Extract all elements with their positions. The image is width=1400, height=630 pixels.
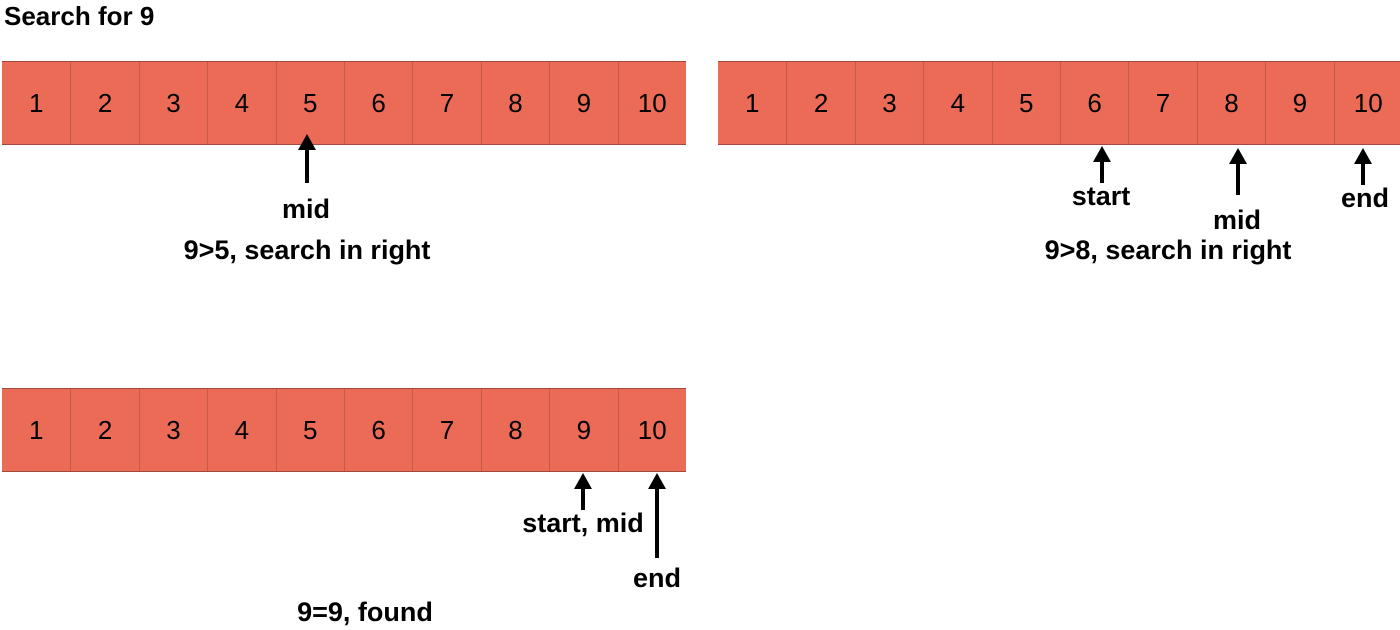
array-cell: 1 [744,87,760,118]
panel-2-caption: 9>8, search in right [1044,235,1292,265]
array-cell: 4 [207,389,275,471]
array-cell: 6 [343,62,412,144]
array-cell: 8 [1196,62,1265,144]
array-panel-3: 1 2 3 4 5 6 7 8 9 10 [2,388,686,472]
mid-label: mid [1212,205,1262,235]
array-cell: 6 [1059,62,1128,144]
array-cell: 5 [991,62,1060,144]
array-cell: 10 [1333,62,1400,144]
end-label: end [1340,183,1390,213]
array-cell: 4 [207,62,275,144]
array-cell: 1 [28,87,44,118]
panel-3-caption: 9=9, found [297,597,433,627]
array-cell: 10 [617,389,686,471]
array-cell: 10 [617,62,686,144]
array-cell: 9 [1265,62,1333,144]
array-cell: 3 [854,62,923,144]
array-cell: 3 [138,62,207,144]
mid-label: mid [281,194,331,224]
array-cell: 3 [138,389,207,471]
array-panel-2: 1 2 3 4 5 6 7 8 9 10 [718,61,1400,145]
array-cell: 2 [70,389,138,471]
array-cell: 2 [70,62,138,144]
array-cell: 9 [549,389,617,471]
array-cell: 5 [275,62,344,144]
array-cell: 4 [923,62,991,144]
page-title: Search for 9 [4,1,155,31]
end-label: end [632,563,682,593]
array-panel-1: 1 2 3 4 5 6 7 8 9 10 [2,61,686,145]
array-cell: 6 [343,389,412,471]
array-cell: 9 [549,62,617,144]
array-cell: 7 [1128,62,1196,144]
array-cell: 1 [28,414,44,445]
array-cell: 5 [275,389,344,471]
array-cell: 7 [412,389,480,471]
array-cell: 7 [412,62,480,144]
panel-1-caption: 9>5, search in right [183,235,431,265]
array-cell: 8 [480,389,549,471]
array-cell: 8 [480,62,549,144]
start-mid-label: start, mid [522,508,644,538]
array-cell: 2 [786,62,854,144]
start-label: start [1071,181,1131,211]
